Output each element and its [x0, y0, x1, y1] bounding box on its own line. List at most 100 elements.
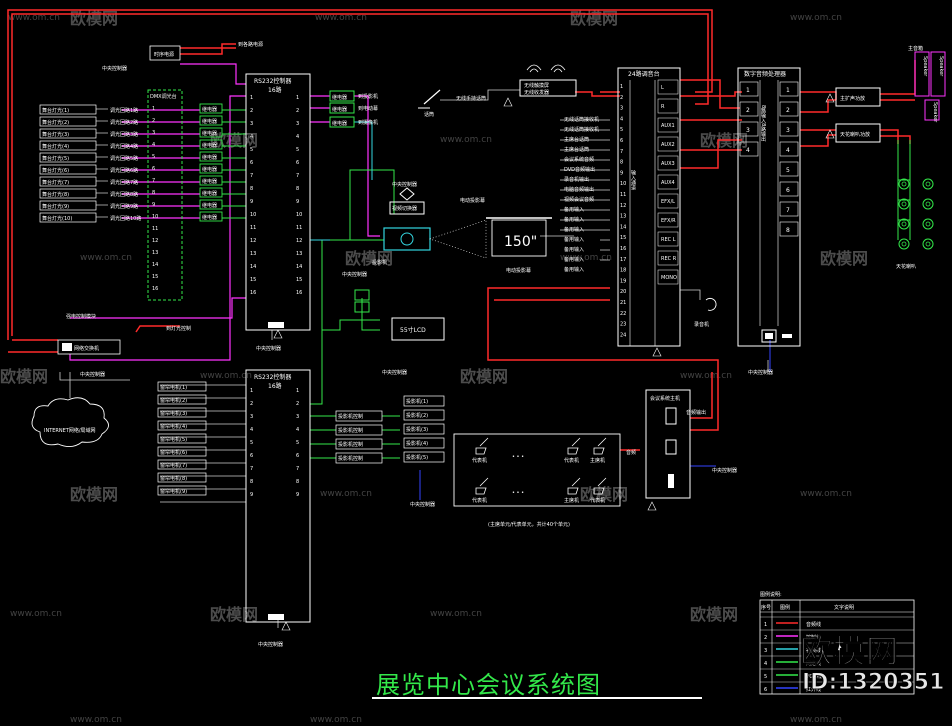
- microphone-unit-icon: [593, 477, 607, 495]
- ceiling-speaker-icon: [898, 178, 910, 190]
- port-number: 5: [250, 440, 253, 446]
- device-label: 舞台灯光(8): [42, 191, 69, 198]
- svg-text:电动投影幕: 电动投影幕: [460, 197, 485, 204]
- video-wiring: [310, 121, 373, 241]
- svg-text:音频: 音频: [626, 449, 636, 456]
- projector-control-label: 投影机控制: [338, 427, 363, 434]
- mixer-channel: 4: [620, 116, 623, 122]
- mixer-output-port: [657, 250, 679, 266]
- device-channel-label: 调光回路1路: [110, 107, 138, 114]
- relay-label: 继电器: [202, 202, 217, 209]
- port-number: 7: [296, 173, 299, 179]
- processor-output-port: [779, 221, 799, 237]
- svg-text:继电器: 继电器: [332, 120, 347, 127]
- microphone-unit-icon: [567, 477, 581, 495]
- device-label: 舞台灯光(9): [42, 203, 69, 210]
- relay-module: [199, 151, 223, 162]
- mixer-inputs: 无线话筒接收机无线话筒接收机主席台话筒主席台话筒会议系统音频DVD音频输出录音机…: [564, 116, 599, 273]
- relay-module: [199, 199, 223, 210]
- port-number: 13: [250, 251, 256, 257]
- projection-screen: 150" 电动投影幕 电动投影幕: [460, 197, 552, 274]
- port-number: 3: [250, 414, 253, 420]
- watermark-site: www.om.cn: [320, 489, 372, 499]
- mixer-channel: 20: [620, 289, 626, 295]
- port-number: 4: [296, 134, 299, 140]
- relay-label: 继电器: [202, 190, 217, 197]
- watermark-site: www.om.cn: [800, 489, 852, 499]
- mixer-input-label: 备用输入: [564, 256, 584, 263]
- dimmer-channel: 1: [152, 106, 155, 112]
- processor-output-label: 6: [786, 187, 790, 194]
- watermark-brand: 欧模网: [820, 249, 868, 268]
- port-number: 7: [250, 466, 253, 472]
- port-number: 8: [250, 186, 253, 192]
- svg-text:继电器: 继电器: [332, 94, 347, 101]
- port-number: 3: [250, 121, 253, 127]
- port-number: 12: [250, 238, 256, 244]
- svg-text:强电控制模块: 强电控制模块: [66, 313, 96, 320]
- processor-output-port: [779, 101, 799, 117]
- relay-label: 继电器: [202, 142, 217, 149]
- port-number: 4: [250, 134, 253, 140]
- curtain-device-label: 窗帘电机(4): [160, 423, 187, 430]
- curtain-device-box: [157, 433, 207, 444]
- mixer-output-label: AUX4: [661, 180, 675, 186]
- device-box: [39, 200, 97, 211]
- dimmer-channel: 8: [152, 190, 155, 196]
- mixer-channel: 18: [620, 268, 626, 274]
- port-number: 3: [296, 414, 299, 420]
- watermark-brand: 欧模网: [345, 249, 393, 268]
- mixer-input-label: 电脑音频输出: [564, 186, 594, 193]
- device-box: [39, 140, 97, 151]
- processor-output-label: 7: [786, 207, 790, 214]
- mixer-channel: 12: [620, 203, 626, 209]
- device-box: [39, 104, 97, 115]
- port-number: 6: [250, 453, 253, 459]
- device-label: 舞台灯光(1): [42, 107, 69, 114]
- svg-text:24路调音台: 24路调音台: [628, 70, 660, 78]
- svg-text:到电动幕: 到电动幕: [358, 105, 378, 112]
- ceiling-speaker-icon: [898, 198, 910, 210]
- lighting-devices: 舞台灯光(1)调光回路1路舞台灯光(2)调光回路2路舞台灯光(3)调光回路3路舞…: [39, 104, 141, 223]
- port-number: 7: [250, 173, 253, 179]
- svg-text:中央控制器: 中央控制器: [256, 345, 281, 352]
- mixer-channel: 19: [620, 278, 626, 284]
- device-box: [39, 116, 97, 127]
- wireless-mic: 无线触摸屏 无线收发器 话筒 无线手持话筒: [418, 64, 577, 118]
- mixer-vertical-label: 输入通道: [630, 169, 636, 191]
- mixer-input-label: 主席台话筒: [564, 146, 589, 153]
- curtain-device-label: 窗帘电机(9): [160, 488, 187, 495]
- curtain-device-box: [157, 407, 207, 418]
- watermark-site: www.om.cn: [560, 253, 612, 263]
- device-channel-label: 调光回路5路: [110, 155, 138, 162]
- mixer-output-port: [657, 193, 679, 209]
- projector-control-box: [335, 438, 383, 450]
- legend-text: 视频线: [806, 647, 821, 654]
- svg-text:天花喇叭: 天花喇叭: [896, 263, 916, 270]
- svg-text:中央控制器: 中央控制器: [748, 369, 773, 376]
- switch-outputs: 继电器 继电器 继电器 到投影机 到电动幕 到摄像机: [329, 90, 378, 128]
- projector-label: 投影机(2): [406, 412, 428, 419]
- port-number: 6: [296, 160, 299, 166]
- svg-text:图例说明:: 图例说明:: [760, 591, 782, 598]
- port-number: 8: [250, 479, 253, 485]
- processor-output-port: [779, 181, 799, 197]
- mixer-output-label: R: [661, 104, 665, 110]
- svg-text:16路: 16路: [268, 86, 282, 94]
- dimmer-channel: 14: [152, 262, 158, 268]
- lcd-display: 55寸LCD 中央控制器: [382, 317, 445, 376]
- svg-text:录音机: 录音机: [694, 321, 709, 328]
- relay-module: [199, 175, 223, 186]
- power-sequencer: 时序电源 到各路电源 中央控制器: [102, 41, 263, 72]
- legend-text: VGA线: [806, 673, 822, 680]
- mixer-input-label: 无线话筒接收机: [564, 126, 599, 133]
- relay-module: [199, 103, 223, 114]
- relay-label: 继电器: [202, 118, 217, 125]
- dimmer-channel: 6: [152, 166, 155, 172]
- watermark-brand: 欧模网: [70, 485, 118, 504]
- device-box: [39, 128, 97, 139]
- mixer-channel: 22: [620, 311, 626, 317]
- processor-output-label: 3: [786, 127, 790, 134]
